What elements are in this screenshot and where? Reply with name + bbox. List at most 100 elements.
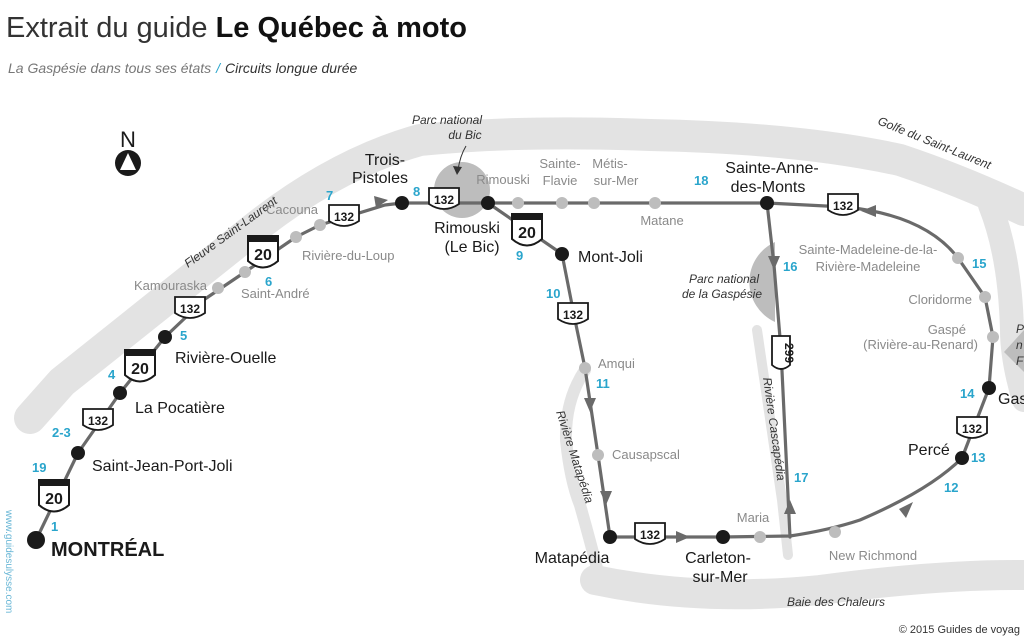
stage-number-12: 12 (944, 480, 958, 495)
town-label-sainte-flavie-l1: Sainte- (539, 156, 580, 171)
route-shield-number: 132 (833, 199, 853, 213)
town-dot-perce (955, 451, 969, 465)
route-sainte-anne-to-gaspe (765, 201, 995, 460)
route-shield-number: 20 (131, 361, 149, 378)
town-label-kamouraska: Kamouraska (134, 278, 208, 293)
town-dot-maria (754, 531, 766, 543)
town-label-gaspe-l2: (Rivière-au-Renard) (863, 337, 978, 352)
town-dot-causapscal (592, 449, 604, 461)
town-label-sainte-flavie-l2: Flavie (543, 173, 578, 188)
town-dot-montreal (27, 531, 45, 549)
town-dot-rimouski (512, 197, 524, 209)
route-shield-number: 20 (254, 247, 272, 264)
route-shield-number: 132 (88, 414, 108, 428)
copyright: © 2015 Guides de voyag (898, 624, 1020, 636)
riviere-matapedia-water (559, 364, 606, 586)
town-label-cloridorme: Cloridorme (908, 292, 972, 307)
park-label-bic-l1: Parc national (412, 113, 482, 127)
title-prefix: Extrait du guide (6, 12, 216, 44)
town-label-saint-jean-port-joli: Saint-Jean-Port-Joli (92, 458, 233, 475)
town-dot-sainte-madeleine (952, 252, 964, 264)
town-label-trois-pistoles-l1: Trois- (365, 152, 405, 169)
stage-number-7: 7 (326, 188, 333, 203)
stage-number-13: 13 (971, 450, 985, 465)
route-shield-number: 132 (962, 422, 982, 436)
town-dot-saint-jean-port-joli (71, 446, 85, 460)
route-shield-number: 20 (45, 491, 63, 508)
subtitle-region: La Gaspésie dans tous ses états (8, 60, 212, 76)
compass-letter: N (120, 127, 136, 152)
riviere-cascapedia-water (752, 325, 793, 560)
stage-number-15: 15 (972, 256, 986, 271)
stage-number-6: 6 (265, 274, 272, 289)
route-shield-r132a: 132 (82, 408, 114, 431)
town-label-rimouski-bic-l2: (Le Bic) (444, 239, 499, 256)
town-label-metis-l1: Métis- (592, 156, 627, 171)
route-shield-number: 132 (640, 528, 660, 542)
town-dot-riviere-du-loup (290, 231, 302, 243)
subtitle-circuit: Circuits longue durée (225, 60, 358, 76)
route-shield-r132d: 132 (428, 187, 460, 210)
route-shield-r132c: 132 (328, 204, 360, 227)
baie-des-chaleurs-water (580, 559, 1024, 610)
route-shield-r132h: 132 (956, 416, 988, 439)
stage-number-2-3: 2-3 (52, 425, 71, 440)
town-dot-new-richmond (829, 526, 841, 538)
town-label-mont-joli: Mont-Joli (578, 249, 643, 266)
page-title: Extrait du guide Le Québec à moto (6, 12, 467, 45)
route-shield-r132f: 132 (634, 522, 666, 545)
town-label-riviere-du-loup: Rivière-du-Loup (302, 248, 395, 263)
town-label-cacouna: Cacouna (266, 202, 319, 217)
town-dot-gaspe (982, 381, 996, 395)
subtitle-separator: / (216, 60, 221, 76)
route-gaspe-south-coast (608, 456, 964, 539)
town-dot-sainte-anne (760, 196, 774, 210)
park-label-gaspesie-l2: de la Gaspésie (682, 287, 762, 301)
town-label-sainte-anne-l2: des-Monts (731, 179, 806, 196)
town-label-matane: Matane (640, 213, 683, 228)
stage-number-9: 9 (516, 248, 523, 263)
direction-arrow (374, 196, 388, 208)
direction-arrow (600, 491, 612, 505)
route-shield-r132e: 132 (557, 302, 589, 325)
park-label-bic-l2: du Bic (448, 128, 481, 142)
route-shield-number: 132 (434, 193, 454, 207)
town-dot-gaspe-renard (987, 331, 999, 343)
town-label-saint-andre: Saint-André (241, 286, 310, 301)
town-dot-matapedia (603, 530, 617, 544)
stage-number-5: 5 (180, 328, 187, 343)
town-label-rimouski: Rimouski (476, 172, 530, 187)
stage-number-19: 19 (32, 460, 46, 475)
town-label-metis-l2: sur-Mer (594, 173, 639, 188)
direction-arrow (861, 205, 876, 217)
town-label-rimouski-bic-l1: Rimouski (434, 220, 500, 237)
direction-arrow (676, 531, 690, 543)
town-label-carleton-l2: sur-Mer (692, 569, 748, 586)
route-299-cross (765, 201, 792, 539)
park-label-gaspesie-l1: Parc national (689, 272, 759, 286)
town-dot-riviere-ouelle (158, 330, 172, 344)
parc-gaspesie-area (749, 242, 775, 322)
stage-number-11: 11 (596, 376, 610, 391)
compass-arrow-icon (120, 153, 136, 170)
town-dot-cloridorme (979, 291, 991, 303)
gaspesie-east-coast-water (978, 193, 1024, 412)
fleuve-saint-laurent-water (14, 117, 1024, 434)
town-label-la-pocatiere: La Pocatière (135, 400, 225, 417)
town-dot-cacouna (314, 219, 326, 231)
town-label-montreal: MONTRÉAL (51, 538, 164, 561)
route-shield-number: 20 (518, 225, 536, 242)
direction-arrow (584, 398, 596, 412)
town-label-sainte-madeleine-l1: Sainte-Madeleine-de-la- (799, 242, 938, 257)
stage-number-1: 1 (51, 519, 58, 534)
town-label-sainte-madeleine-l2: Rivière-Madeleine (816, 259, 921, 274)
direction-arrow (899, 502, 913, 518)
north-compass: N (115, 127, 141, 176)
forillon-point (1004, 330, 1024, 372)
town-label-causapscal: Causapscal (612, 447, 680, 462)
route-shield-r20a: 20 (38, 479, 70, 513)
stage-number-10: 10 (546, 286, 560, 301)
route-shield-r20b: 20 (124, 349, 156, 383)
